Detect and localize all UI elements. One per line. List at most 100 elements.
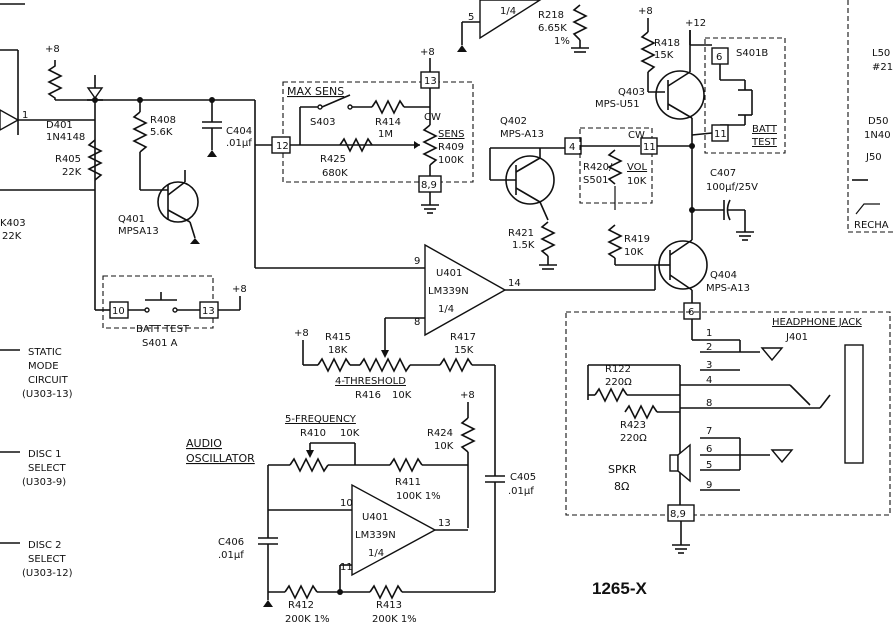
s401a-label: S401 A: [142, 338, 178, 349]
r423-name: R423: [620, 420, 646, 431]
headphone-label: HEADPHONE JACK: [772, 317, 862, 328]
static-line-2: MODE: [28, 361, 59, 372]
right-edge-fragment: L50 #21 D50 1N40 J50 RECHA: [847, 0, 894, 233]
r408-value: 5.6K: [150, 127, 173, 138]
r416-value: 10K: [392, 390, 412, 401]
jack-pin-8: 8: [706, 398, 712, 409]
top-opamp-fragment: 5 1/4 R218 6.65K 1%: [457, 0, 589, 53]
threshold-label: 4-THRESHOLD: [335, 376, 406, 387]
r218-name: R218: [538, 10, 564, 21]
c404-name: C404: [226, 126, 252, 137]
disc2-line-1: DISC 2: [28, 540, 62, 551]
disc1-line-2: SELECT: [28, 463, 67, 474]
jack-pin-9: 9: [706, 480, 712, 491]
r418-name: R418: [654, 38, 680, 49]
test-label: TEST: [751, 137, 778, 148]
sens-label: SENS: [438, 129, 465, 140]
top-left-fragment: 1: [0, 3, 28, 135]
r411-name: R411: [395, 477, 421, 488]
u401-part-2: LM339N: [355, 530, 396, 541]
r408-name: R408: [150, 115, 176, 126]
connector-4-label: 4: [569, 142, 575, 153]
r424-value: 10K: [434, 441, 454, 452]
disc1-line-3: (U303-9): [22, 477, 66, 488]
right-label-5: J50: [865, 152, 882, 163]
jack-body: [844, 344, 864, 464]
pin9-label: 9: [414, 256, 420, 267]
pin8-label: 8: [414, 317, 420, 328]
r410-name: R410: [300, 428, 326, 439]
r409-name: R409: [438, 142, 464, 153]
connector-10-label: 10: [112, 306, 125, 317]
jack-pin-labels: 1 2 3 4 8 7 6 5 9: [706, 328, 712, 491]
jack-pin-3: 3: [706, 360, 712, 371]
r122-value: 220Ω: [605, 377, 632, 388]
drawing-number: 1265-X: [592, 579, 647, 598]
u401-frac-2: 1/4: [368, 548, 384, 559]
d401-name: D401: [46, 120, 73, 131]
r421-name: R421: [508, 228, 534, 239]
r405-value: 22K: [62, 167, 82, 178]
s403-label: S403: [310, 117, 335, 128]
batt-label: BATT: [752, 124, 778, 135]
frequency-label: 5-FREQUENCY: [285, 414, 357, 425]
r424-name: R424: [427, 428, 453, 439]
x403-value: 22K: [2, 231, 22, 242]
right-label-3: D50: [868, 116, 888, 127]
vol-value: 10K: [627, 176, 647, 187]
resistor-r408: R408 5.6K: [132, 100, 176, 190]
batt-test-label: BATT TEST: [136, 324, 190, 335]
q404-part: MPS-A13: [706, 283, 750, 294]
r417-name: R417: [450, 332, 476, 343]
c406-value: .01µf: [218, 550, 244, 561]
u401-part-1: LM339N: [428, 286, 469, 297]
q401-part: MPSA13: [118, 226, 159, 237]
supply-label-6: +8: [460, 390, 475, 401]
d401-part: 1N4148: [46, 132, 85, 143]
supply-label-5: +8: [294, 328, 309, 339]
q403-name: Q403: [618, 87, 645, 98]
top-pin5: 5: [468, 12, 474, 23]
r413-name: R413: [376, 600, 402, 611]
left-edge-labels: K403 22K STATIC MODE CIRCUIT (U303-13) D…: [0, 218, 73, 579]
q404-name: Q404: [710, 270, 737, 281]
headphone-jack-block: [565, 311, 891, 516]
c405-value: .01µf: [508, 486, 534, 497]
r425-value: 680K: [322, 168, 348, 179]
s401b-block: [704, 37, 786, 154]
vol-label: VOL: [627, 162, 648, 173]
comparator-u401-main: 9 8 14 U401 LM339N 1/4: [414, 243, 521, 337]
q401-name: Q401: [118, 214, 145, 225]
jack-pin-7: 7: [706, 426, 712, 437]
r412-value: 200K 1%: [285, 614, 330, 625]
connector-6a-label: 6: [716, 52, 722, 63]
s401b-label: S401B: [736, 48, 768, 59]
connector-89a-label: 8,9: [421, 180, 437, 191]
supply-label-12: +12: [685, 18, 706, 29]
supply-label-3: +8: [638, 6, 653, 17]
r425-name: R425: [320, 154, 346, 165]
connector-12-label: 12: [276, 141, 289, 152]
static-line-4: (U303-13): [22, 389, 73, 400]
r410-value: 10K: [340, 428, 360, 439]
comparator-u401-osc: 10 11 13 U401 LM339N 1/4: [340, 483, 451, 577]
x403-label: K403: [0, 218, 26, 229]
connector-13b-label: 13: [202, 306, 215, 317]
r405-name: R405: [55, 154, 81, 165]
right-label-1: L50: [872, 48, 890, 59]
r415-value: 18K: [328, 345, 348, 356]
connector-6b-label: 6: [688, 307, 694, 318]
resistor-r405: R405 22K: [55, 139, 103, 181]
static-line-1: STATIC: [28, 347, 62, 358]
u401-name-1: U401: [436, 268, 462, 279]
r423-value: 220Ω: [620, 433, 647, 444]
jack-pin-1: 1: [706, 328, 712, 339]
c406-name: C406: [218, 537, 244, 548]
u401-frac-1: 1/4: [438, 304, 454, 315]
c407-name: C407: [710, 168, 736, 179]
r416-name: R416: [355, 390, 381, 401]
connector-13a: [420, 71, 440, 89]
jack-pin-2: 2: [706, 342, 712, 353]
right-label-4: 1N40: [864, 130, 891, 141]
